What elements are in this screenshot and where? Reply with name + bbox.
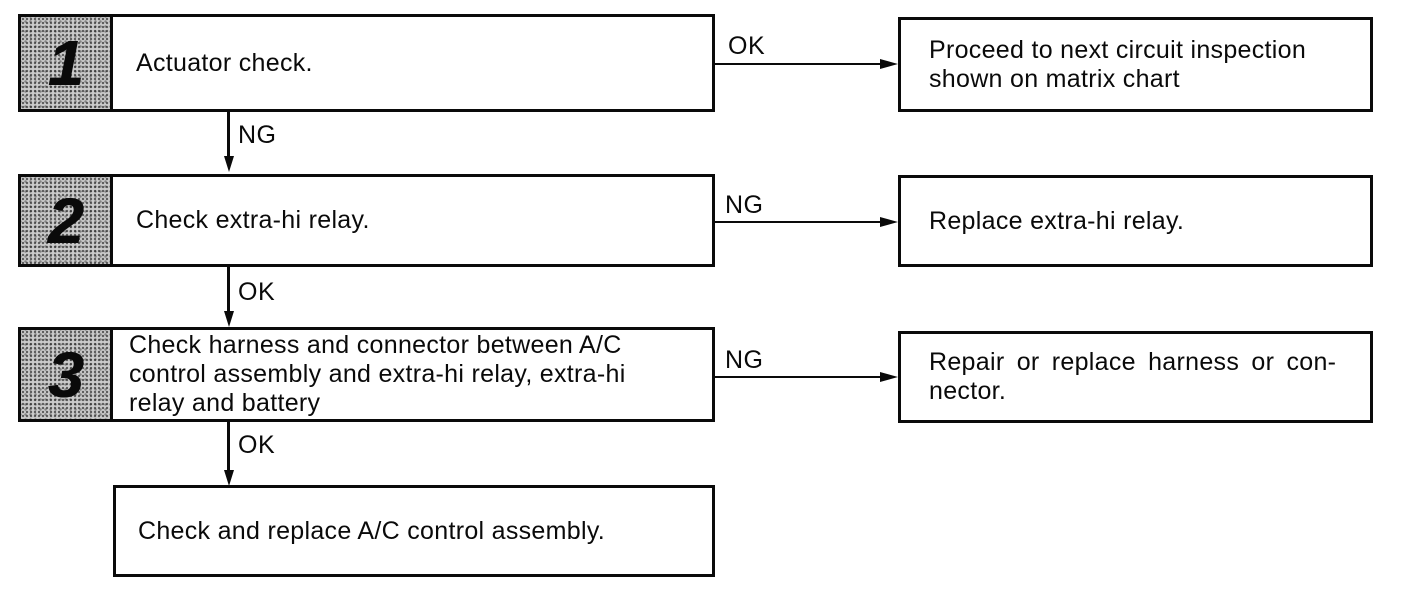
step-1-result-text: Proceed to next circuit inspection shown…	[929, 36, 1306, 94]
step-2-result-box: Replace extra-hi relay.	[898, 175, 1373, 267]
step-1-branch-arrowhead-icon	[880, 59, 898, 69]
step-text-line: Actuator check.	[136, 48, 313, 77]
step-3-branch-arrow-line	[715, 376, 883, 378]
step-1-branch-label: OK	[728, 32, 766, 60]
step-1-down-label: NG	[238, 121, 277, 149]
step-2-branch-label: NG	[725, 191, 764, 219]
step-3-text: Check harness and connector between A/C …	[21, 331, 626, 418]
step-3-branch-label: NG	[725, 346, 764, 374]
result-text-line: Replace extra-hi relay.	[929, 206, 1185, 235]
step-1-number-badge: 1	[21, 17, 113, 109]
step-3-result-text: Repair or replace harness or con- nector…	[929, 348, 1336, 406]
step-3-box: 3 Check harness and connector between A/…	[18, 327, 715, 422]
result-text-line: shown on matrix chart	[929, 64, 1180, 93]
step-text-line: control assembly and extra-hi relay, ext…	[129, 360, 626, 388]
step-2-down-line	[227, 267, 230, 315]
step-number: 3	[47, 338, 84, 411]
step-3-down-arrowhead-icon	[224, 470, 234, 486]
step-text-line: relay and battery	[129, 389, 321, 417]
step-number: 1	[47, 27, 84, 99]
step-1-box: 1 Actuator check.	[18, 14, 715, 112]
step-2-down-arrowhead-icon	[224, 311, 234, 327]
step-1-down-line	[227, 112, 230, 160]
step-2-down-label: OK	[238, 278, 276, 306]
step-1-branch-arrow-line	[715, 63, 883, 65]
step-3-result-box: Repair or replace harness or con- nector…	[898, 331, 1373, 423]
step-2-box: 2 Check extra-hi relay.	[18, 174, 715, 267]
step-1-text: Actuator check.	[21, 49, 313, 78]
step-3-down-line	[227, 422, 230, 474]
final-action-box: Check and replace A/C control assembly.	[113, 485, 715, 577]
result-text-line: Repair or replace harness or con-	[929, 348, 1337, 376]
step-2-branch-arrowhead-icon	[880, 217, 898, 227]
step-3-number-badge: 3	[21, 330, 113, 419]
step-2-result-text: Replace extra-hi relay.	[929, 207, 1184, 236]
step-text-line: Check extra-hi relay.	[136, 206, 370, 234]
step-1-result-box: Proceed to next circuit inspection shown…	[898, 17, 1373, 112]
result-text-line: Proceed to next circuit inspection	[929, 35, 1307, 64]
step-2-number-badge: 2	[21, 177, 113, 264]
step-number: 2	[47, 184, 84, 257]
result-text-line: nector.	[929, 377, 1007, 405]
step-text-line: Check harness and connector between A/C	[129, 331, 622, 359]
final-action-text: Check and replace A/C control assembly.	[138, 516, 606, 545]
step-3-down-label: OK	[238, 431, 276, 459]
step-2-branch-arrow-line	[715, 221, 883, 223]
step-3-branch-arrowhead-icon	[880, 372, 898, 382]
step-2-text: Check extra-hi relay.	[21, 206, 370, 235]
step-1-down-arrowhead-icon	[224, 156, 234, 172]
